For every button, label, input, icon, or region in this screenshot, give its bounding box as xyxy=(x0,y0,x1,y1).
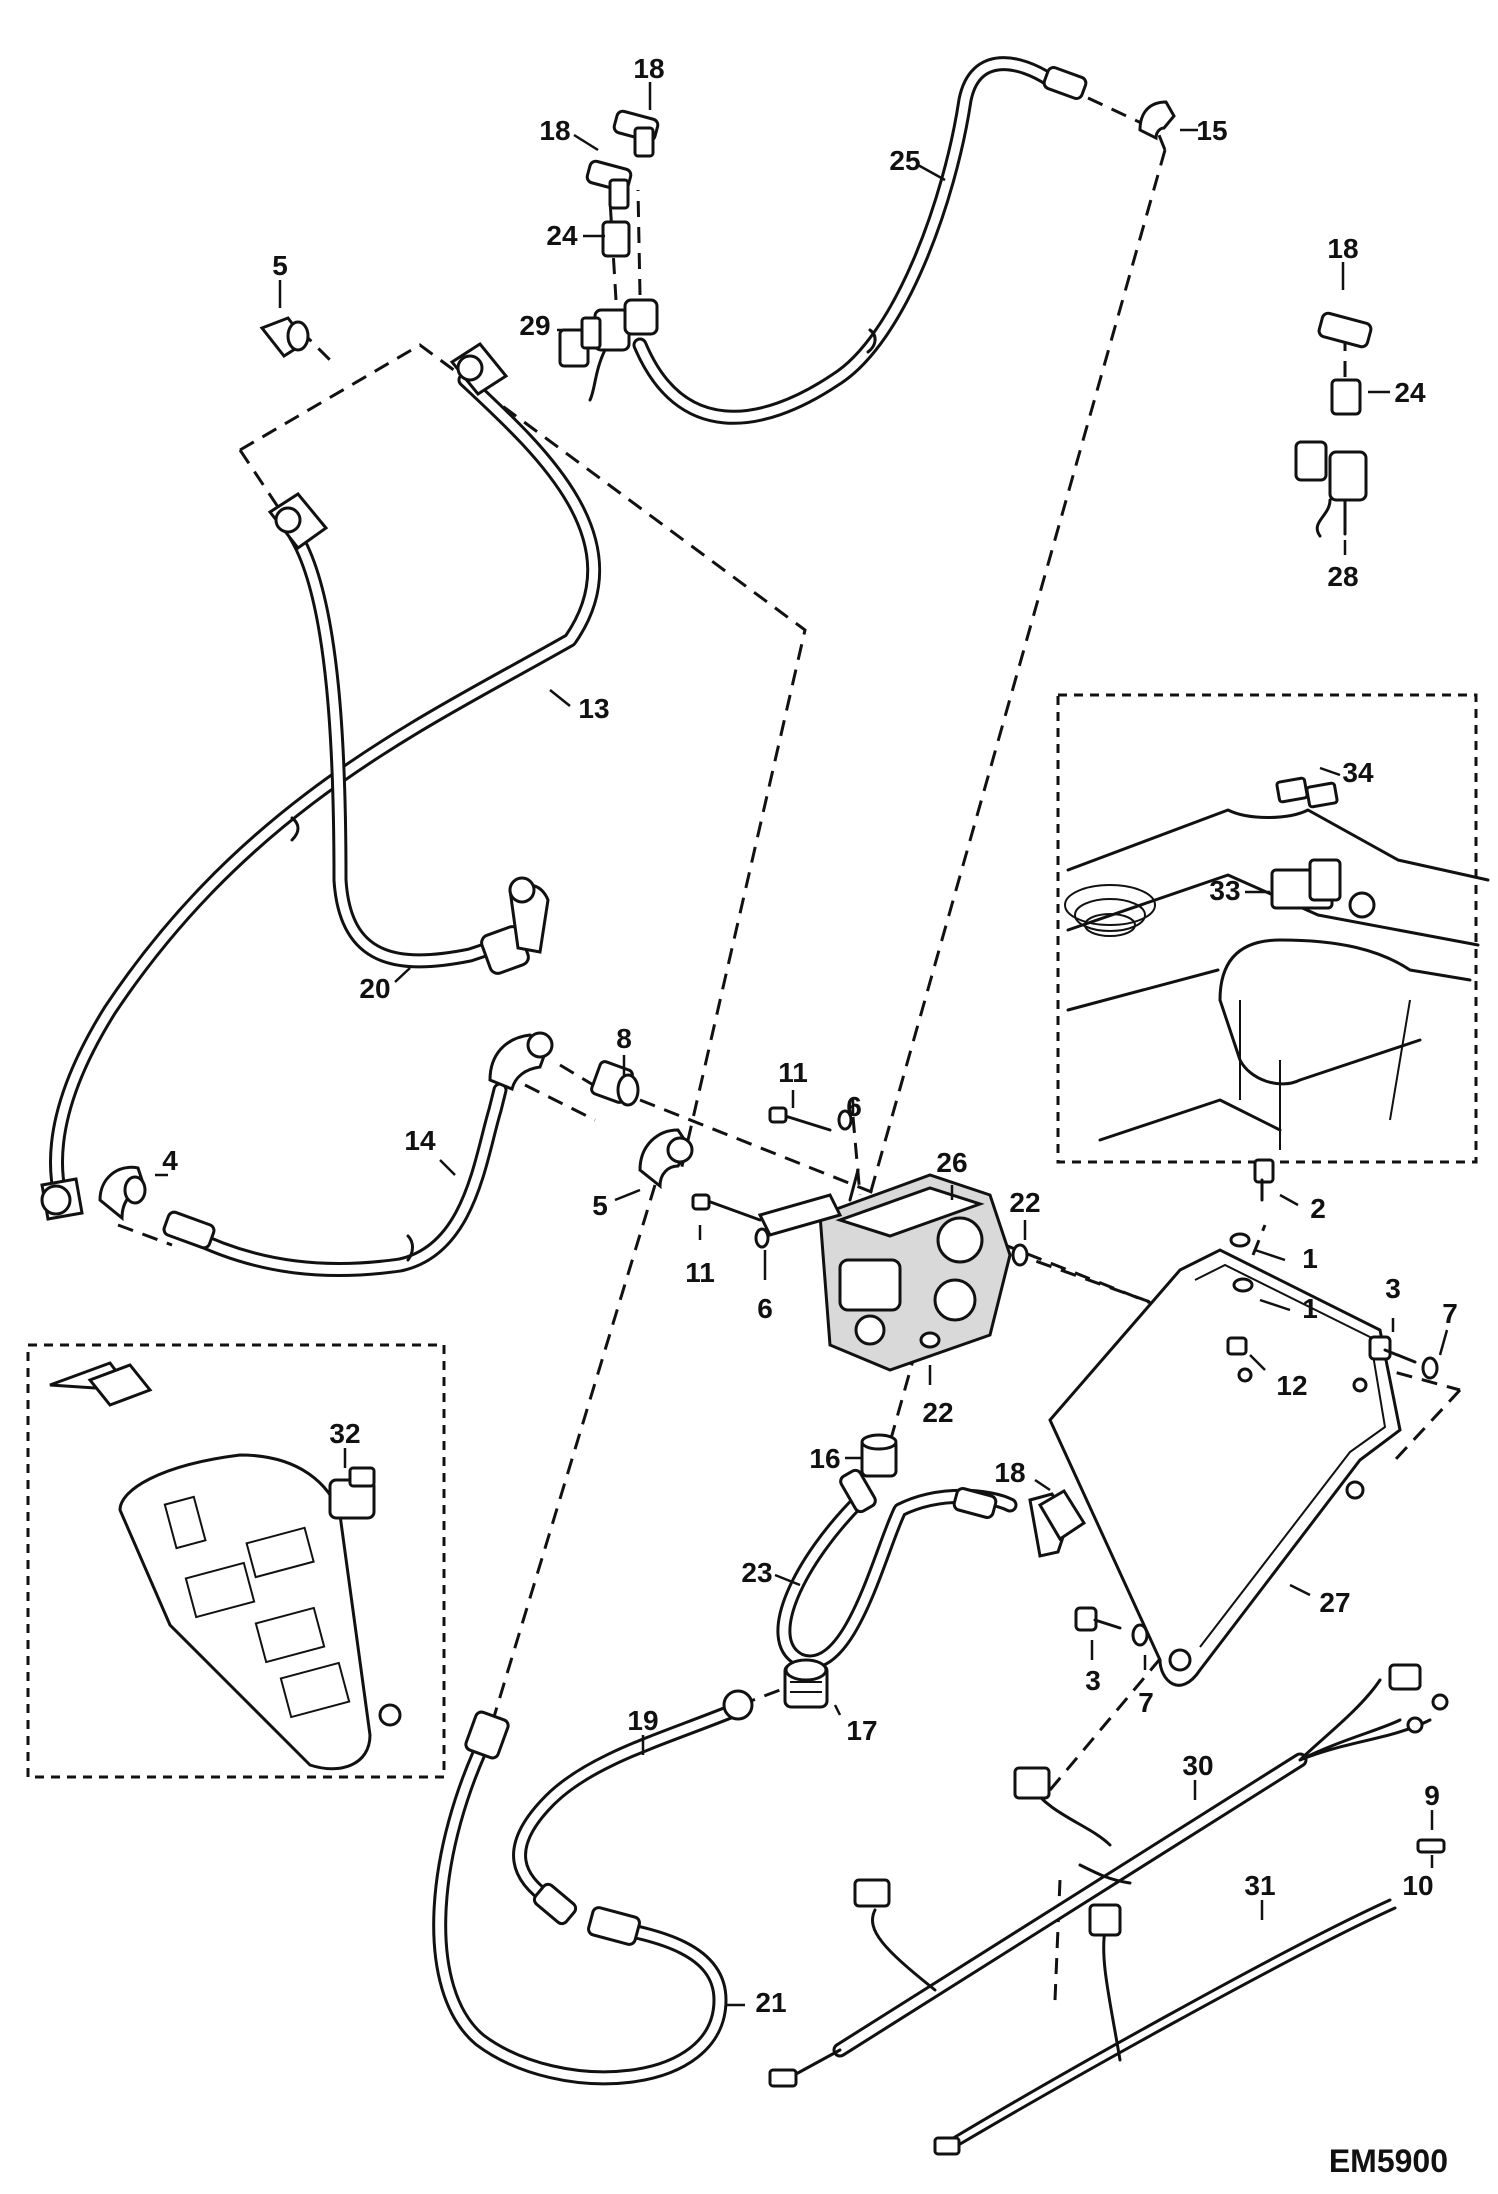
washer-22-right xyxy=(1011,1243,1029,1267)
bolt-3-bottom xyxy=(1074,1606,1122,1632)
valve-26 xyxy=(757,1168,1012,1372)
callout-8: 8 xyxy=(616,1023,632,1054)
washer-6-bottom xyxy=(754,1227,770,1249)
callout-7: 7 xyxy=(1138,1687,1154,1718)
callout-12: 12 xyxy=(1276,1370,1307,1401)
nut-12 xyxy=(1226,1336,1248,1356)
callout-20: 20 xyxy=(359,973,390,1004)
callout-3: 3 xyxy=(1085,1665,1101,1696)
switch-18-top-b xyxy=(585,159,633,210)
callout-6: 6 xyxy=(846,1091,862,1122)
fitting-4 xyxy=(98,1165,147,1222)
callout-14: 14 xyxy=(404,1125,436,1156)
callout-18: 18 xyxy=(994,1457,1025,1488)
callout-24: 24 xyxy=(546,220,578,251)
washer-6-top xyxy=(837,1109,853,1131)
washer-7-bottom xyxy=(1131,1623,1149,1647)
callout-16: 16 xyxy=(809,1443,840,1474)
callout-5: 5 xyxy=(592,1190,608,1221)
connector-9 xyxy=(1416,1838,1446,1854)
hose-25 xyxy=(632,56,1088,425)
bolt-3-right xyxy=(1368,1335,1417,1364)
washer-22-bottom xyxy=(919,1331,941,1349)
callout-27: 27 xyxy=(1319,1587,1350,1618)
switch-18-top-a xyxy=(612,109,660,158)
callout-18: 18 xyxy=(1327,233,1358,264)
callout-19: 19 xyxy=(627,1705,658,1736)
callout-1: 1 xyxy=(1302,1243,1318,1274)
fitting-16 xyxy=(860,1433,898,1478)
bracket-27 xyxy=(1048,1248,1402,1687)
switch-18-bottom xyxy=(1037,1488,1087,1542)
bolt-11-top xyxy=(768,1106,832,1132)
washer-1-b xyxy=(1232,1277,1254,1293)
hose-23 xyxy=(776,1468,1070,1670)
adapter-24-top xyxy=(601,220,631,258)
callout-10: 10 xyxy=(1402,1870,1433,1901)
harness-30 xyxy=(768,1663,1449,2088)
callout-32: 32 xyxy=(329,1418,360,1449)
callout-5: 5 xyxy=(272,250,288,281)
hose-13 xyxy=(40,342,601,1221)
washer-7-right xyxy=(1421,1356,1439,1380)
callout-33: 33 xyxy=(1209,875,1240,906)
fitting-8 xyxy=(590,1060,640,1107)
callout-21: 21 xyxy=(755,1987,786,2018)
connector-29 xyxy=(558,316,602,368)
callout-3: 3 xyxy=(1385,1273,1401,1304)
callout-15: 15 xyxy=(1196,115,1227,146)
callout-31: 31 xyxy=(1244,1870,1275,1901)
tank-detail xyxy=(1064,776,1490,1150)
fitting-17 xyxy=(783,1658,829,1709)
callout-34: 34 xyxy=(1342,757,1374,788)
figure-id: EM5900 xyxy=(1329,2143,1448,2179)
fitting-15 xyxy=(1138,100,1176,141)
callouts: 18 18 24 29 5 25 15 18 24 28 13 34 33 20… xyxy=(155,53,1458,2179)
callout-4: 4 xyxy=(162,1145,178,1176)
sensor-28 xyxy=(1294,440,1368,538)
callout-30: 30 xyxy=(1182,1750,1213,1781)
callout-9: 9 xyxy=(1424,1780,1440,1811)
callout-18: 18 xyxy=(539,115,570,146)
callout-23: 23 xyxy=(741,1557,772,1588)
callout-25: 25 xyxy=(889,145,920,176)
harness-31 xyxy=(933,1898,1397,2156)
sensor-top xyxy=(588,298,659,402)
bolt-11-bottom xyxy=(691,1193,762,1222)
bolt-2 xyxy=(1253,1158,1275,1202)
callout-29: 29 xyxy=(519,310,550,341)
hose-14 xyxy=(162,1031,554,1278)
callout-18: 18 xyxy=(633,53,664,84)
callout-2: 2 xyxy=(1310,1193,1326,1224)
washer-1-a xyxy=(1229,1232,1251,1248)
callout-28: 28 xyxy=(1327,561,1358,592)
fitting-5-top xyxy=(259,316,310,358)
panel-detail xyxy=(49,1361,402,1771)
hose-21 xyxy=(432,1710,728,2086)
callout-24: 24 xyxy=(1394,377,1426,408)
callout-7: 7 xyxy=(1442,1298,1458,1329)
callout-11: 11 xyxy=(685,1257,715,1288)
callout-17: 17 xyxy=(846,1715,877,1746)
detail-box-tank xyxy=(1056,693,1478,1164)
callout-26: 26 xyxy=(936,1147,967,1178)
adapter-24-right xyxy=(1330,378,1362,416)
callout-6: 6 xyxy=(757,1293,773,1324)
callout-22: 22 xyxy=(1009,1187,1040,1218)
callout-1: 1 xyxy=(1302,1293,1318,1324)
hose-20 xyxy=(267,492,550,975)
switch-18-right xyxy=(1317,311,1373,349)
fitting-5-mid xyxy=(638,1128,694,1190)
callout-22: 22 xyxy=(922,1397,953,1428)
callout-11: 11 xyxy=(778,1057,808,1088)
callout-13: 13 xyxy=(578,693,609,724)
detail-box-panel xyxy=(26,1343,446,1779)
hose-19 xyxy=(512,1689,754,1926)
